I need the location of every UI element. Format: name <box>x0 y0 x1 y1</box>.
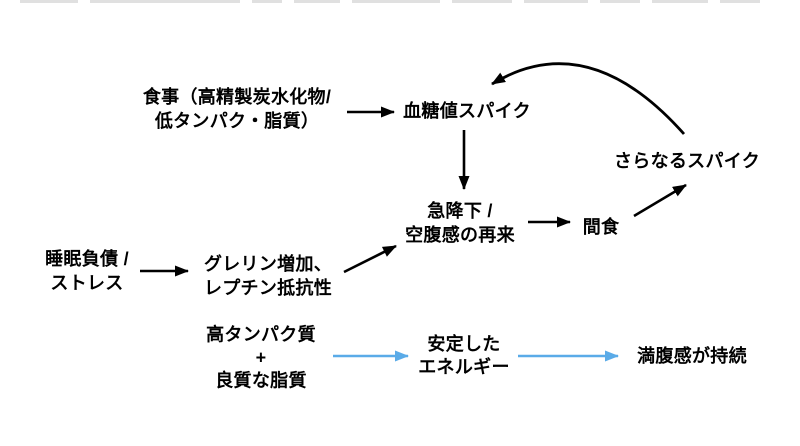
arrow-ghrelin-to-crash <box>343 244 397 274</box>
cropped-text-fragment <box>524 0 588 3</box>
node-meal-line2: 低タンパク・脂質） <box>154 111 320 131</box>
node-stable-energy-line2: エネルギー <box>418 357 510 377</box>
node-ghrelin: グレリン増加、 レプチン抵抗性 <box>204 252 332 300</box>
cropped-text-fragment <box>720 0 760 3</box>
node-ghrelin-line2: レプチン抵抗性 <box>203 278 333 298</box>
cropped-text-fragment <box>90 0 240 3</box>
cropped-text-fragment <box>20 0 78 3</box>
cropped-text-fragment <box>252 0 282 3</box>
cropped-text-fragment <box>600 0 640 3</box>
node-satiety: 満腹感が持続 <box>637 344 747 368</box>
node-crash-line2: 空腹感の再来 <box>405 225 515 245</box>
node-snack: 間食 <box>583 215 620 239</box>
arrow-snack-to-further-spike <box>633 183 687 218</box>
node-glucose-spike: 血糖値スパイク <box>403 99 531 123</box>
node-further-spike-label: さらなるスパイク <box>613 151 761 171</box>
node-further-spike: さらなるスパイク <box>614 149 760 173</box>
cropped-text-fragment <box>652 0 708 3</box>
node-sleep-debt-line2: ストレス <box>50 273 124 293</box>
node-protein-fat: 高タンパク質 + 良質な脂質 <box>206 324 316 393</box>
node-crash: 急降下 / 空腹感の再来 <box>405 199 515 247</box>
node-protein-fat-line3: 良質な脂質 <box>215 370 307 391</box>
node-sleep-debt-line1: 睡眠負債 / <box>45 249 129 269</box>
node-satiety-label: 満腹感が持続 <box>637 346 747 366</box>
node-snack-label: 間食 <box>582 217 620 237</box>
node-protein-fat-line2: + <box>255 347 267 368</box>
node-glucose-spike-label: 血糖値スパイク <box>403 101 531 121</box>
node-meal: 食事（高精製炭水化物/ 低タンパク・脂質） <box>143 85 331 133</box>
node-ghrelin-line1: グレリン増加、 <box>203 254 333 274</box>
cropped-text-fragment <box>352 0 440 3</box>
node-protein-fat-line1: 高タンパク質 <box>206 324 316 345</box>
node-crash-line1: 急降下 / <box>427 201 493 221</box>
node-stable-energy-line1: 安定した <box>427 334 501 354</box>
cropped-text-fragment <box>294 0 340 3</box>
node-stable-energy: 安定した エネルギー <box>418 333 510 379</box>
arrow-further-spike-to-spike-curved <box>491 62 686 135</box>
node-meal-line1: 食事（高精製炭水化物/ <box>142 87 332 107</box>
cropped-text-fragment <box>452 0 512 3</box>
node-sleep-debt: 睡眠負債 / ストレス <box>45 247 129 295</box>
